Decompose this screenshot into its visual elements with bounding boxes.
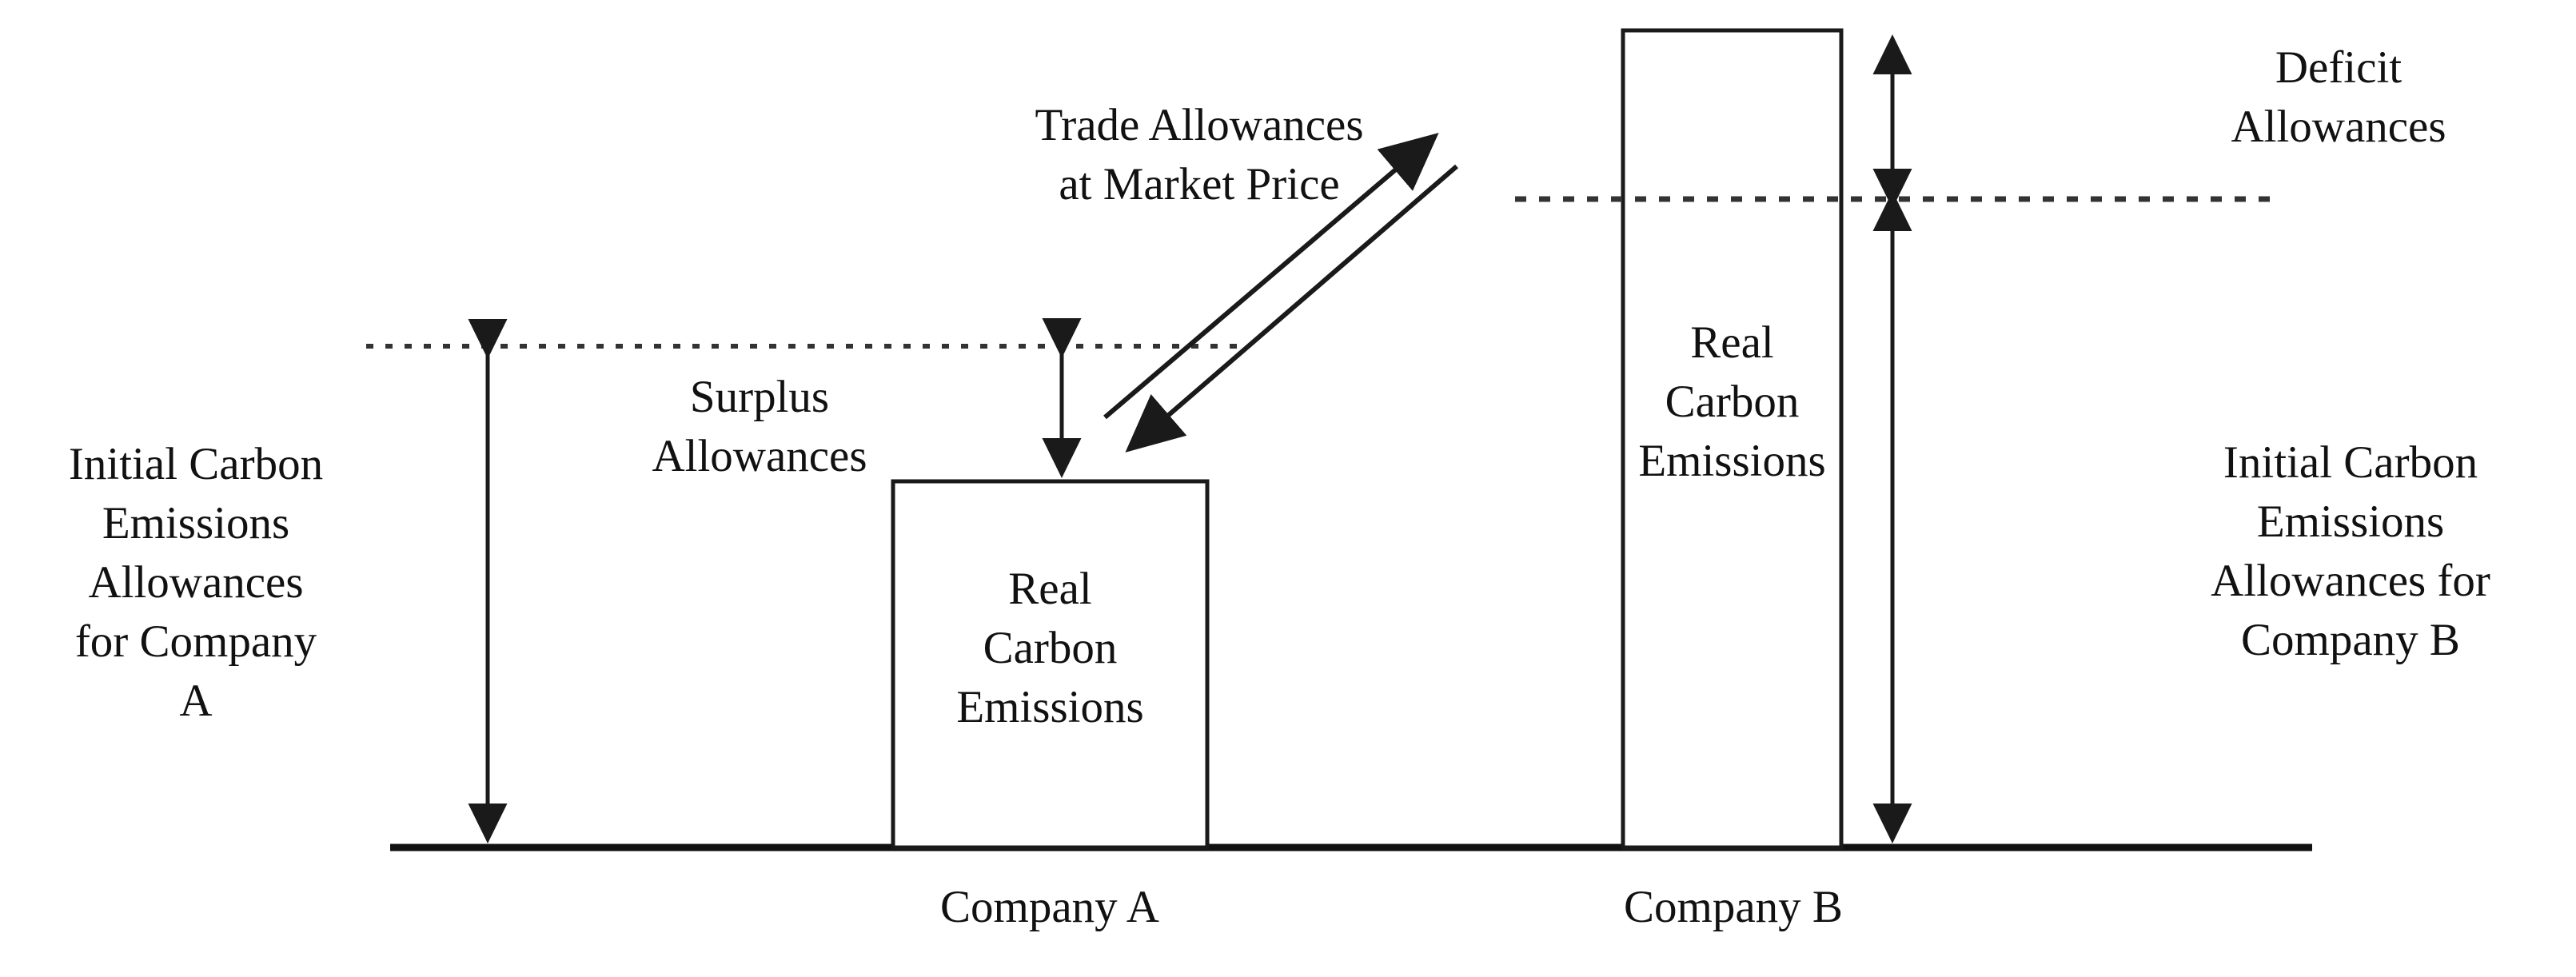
label-trade-line-2: at Market Price — [1059, 159, 1340, 210]
axis-label-company-b: Company B — [1533, 878, 1933, 937]
label-surplus-line-1: Surplus — [689, 372, 830, 422]
label-initial-allowance-a-line-4: for Company — [74, 616, 317, 668]
label-surplus-line-2: Allowances — [652, 431, 867, 482]
axis-label-company-a-text: Company A — [940, 882, 1159, 932]
trade-arrow-a-to-b — [1103, 133, 1439, 420]
label-initial-allowance-b-line-4: Company B — [2241, 615, 2460, 666]
bar-company-a — [891, 479, 1210, 850]
trade-arrow-b-to-a — [1125, 164, 1458, 453]
label-bar-a-real-emissions: Real Carbon Emissions — [893, 560, 1207, 737]
label-initial-allowance-a-line-2: Emissions — [102, 498, 290, 549]
label-initial-allowance-a: Initial Carbon Emissions Allowances for … — [8, 435, 384, 731]
label-initial-allowance-a-line-5: A — [179, 676, 213, 727]
label-trade-allowances: Trade Allowances at Market Price — [911, 96, 1487, 214]
bar-company-b — [1621, 28, 1844, 850]
axis-label-company-b-text: Company B — [1624, 882, 1843, 932]
label-bar-a-line-3: Emissions — [956, 682, 1144, 733]
label-deficit-allowances: Deficit Allowances — [2151, 38, 2526, 157]
label-initial-allowance-b-line-1: Initial Carbon — [2223, 437, 2478, 488]
label-deficit-line-2: Allowances — [2231, 102, 2446, 153]
label-trade-line-1: Trade Allowances — [1035, 100, 1364, 150]
label-bar-b-line-2: Carbon — [1665, 377, 1800, 428]
label-bar-b-line-3: Emissions — [1638, 436, 1826, 487]
label-bar-a-line-2: Carbon — [983, 623, 1118, 674]
axis-label-company-a: Company A — [850, 878, 1250, 937]
label-surplus-allowances: Surplus Allowances — [552, 368, 967, 486]
label-initial-allowance-a-line-3: Allowances — [88, 557, 304, 608]
label-bar-b-line-1: Real — [1690, 317, 1774, 368]
label-initial-allowance-b-line-3: Allowances for — [2211, 556, 2490, 607]
label-initial-allowance-a-line-1: Initial Carbon — [68, 439, 324, 489]
label-deficit-line-1: Deficit — [2275, 42, 2403, 93]
label-initial-allowance-b: Initial Carbon Emissions Allowances for … — [2151, 433, 2550, 670]
label-initial-allowance-b-line-2: Emissions — [2256, 496, 2445, 548]
label-bar-b-real-emissions: Real Carbon Emissions — [1579, 313, 1885, 491]
label-bar-a-line-1: Real — [1008, 564, 1092, 614]
